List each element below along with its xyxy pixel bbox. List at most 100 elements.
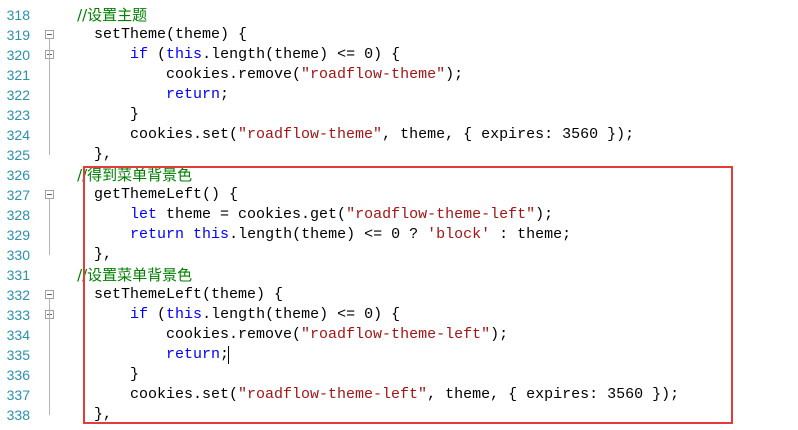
comment-token: //设置主题 — [58, 6, 148, 24]
code-token: }, — [58, 146, 113, 163]
code-token: cookies.set( — [58, 126, 239, 143]
code-token: }, — [58, 246, 113, 263]
code-token — [58, 346, 166, 363]
code-line[interactable]: 327 getThemeLeft() { — [0, 185, 798, 205]
code-token: ; — [220, 346, 230, 363]
code-line[interactable]: 321 cookies.remove("roadflow-theme"); — [0, 65, 798, 85]
keyword-token: this — [193, 226, 230, 243]
code-line[interactable]: 329 return this.length(theme) <= 0 ? 'bl… — [0, 225, 798, 245]
code-text: getThemeLeft() { — [58, 185, 238, 205]
line-number: 334 — [6, 327, 30, 343]
line-number: 338 — [6, 407, 30, 423]
code-text: setThemeLeft(theme) { — [58, 285, 283, 305]
text-caret — [228, 346, 229, 364]
code-token: cookies.remove( — [58, 66, 302, 83]
code-line[interactable]: 324 cookies.set("roadflow-theme", theme,… — [0, 125, 798, 145]
code-token: getThemeLeft() { — [58, 186, 239, 203]
code-text: cookies.set("roadflow-theme", theme, { e… — [58, 125, 634, 145]
code-text: let theme = cookies.get("roadflow-theme-… — [58, 205, 553, 225]
code-token: } — [58, 366, 140, 383]
code-text: //设置菜单背景色 — [58, 265, 192, 285]
code-token: , theme, { expires: 3560 }); — [427, 386, 680, 403]
code-token — [58, 46, 130, 63]
keyword-token: return — [130, 226, 185, 243]
code-line[interactable]: 325 }, — [0, 145, 798, 165]
code-text: cookies.remove("roadflow-theme"); — [58, 65, 463, 85]
line-number: 321 — [6, 67, 30, 83]
code-token — [58, 206, 130, 223]
line-number: 337 — [6, 387, 30, 403]
code-line[interactable]: 328 let theme = cookies.get("roadflow-th… — [0, 205, 798, 225]
line-number: 332 — [6, 287, 30, 303]
fold-toggle-icon[interactable] — [45, 290, 54, 299]
code-text: setTheme(theme) { — [58, 25, 247, 45]
keyword-token: this — [166, 306, 203, 323]
code-token — [184, 226, 193, 243]
code-line[interactable]: 330 }, — [0, 245, 798, 265]
code-text: //得到菜单背景色 — [58, 165, 192, 185]
code-line[interactable]: 338 }, — [0, 405, 798, 425]
code-token: .length(theme) <= 0) { — [202, 306, 401, 323]
comment-token: //设置菜单背景色 — [58, 266, 193, 284]
line-number: 324 — [6, 127, 30, 143]
string-token: "roadflow-theme-left" — [238, 386, 428, 403]
code-text: cookies.remove("roadflow-theme-left"); — [58, 325, 508, 345]
code-token: ( — [148, 46, 167, 63]
code-line[interactable]: 331 //设置菜单背景色 — [0, 265, 798, 285]
code-line[interactable]: 318 //设置主题 — [0, 5, 798, 25]
code-line[interactable]: 322 return; — [0, 85, 798, 105]
code-token: .length(theme) <= 0 ? — [229, 226, 428, 243]
code-line[interactable]: 335 return; — [0, 345, 798, 365]
line-number: 326 — [6, 167, 30, 183]
keyword-token: let — [130, 206, 158, 223]
line-number: 323 — [6, 107, 30, 123]
line-number: 328 — [6, 207, 30, 223]
code-line[interactable]: 319 setTheme(theme) { — [0, 25, 798, 45]
code-token: }, — [58, 406, 113, 423]
code-line[interactable]: 326 //得到菜单背景色 — [0, 165, 798, 185]
string-token: "roadflow-theme" — [301, 66, 446, 83]
fold-guide — [49, 299, 50, 415]
code-line[interactable]: 337 cookies.set("roadflow-theme-left", t… — [0, 385, 798, 405]
code-text: return; — [58, 85, 229, 105]
line-number: 330 — [6, 247, 30, 263]
string-token: "roadflow-theme-left" — [346, 206, 536, 223]
line-number: 322 — [6, 87, 30, 103]
code-line[interactable]: 323 } — [0, 105, 798, 125]
line-number: 319 — [6, 27, 30, 43]
code-token: .length(theme) <= 0) { — [202, 46, 401, 63]
code-token: setThemeLeft(theme) { — [58, 286, 284, 303]
code-text: //设置主题 — [58, 5, 147, 25]
code-text: cookies.set("roadflow-theme-left", theme… — [58, 385, 679, 405]
code-line[interactable]: 333 if (this.length(theme) <= 0) { — [0, 305, 798, 325]
code-line[interactable]: 334 cookies.remove("roadflow-theme-left"… — [0, 325, 798, 345]
code-text: return this.length(theme) <= 0 ? 'block'… — [58, 225, 571, 245]
string-token: "roadflow-theme" — [238, 126, 383, 143]
line-number: 325 — [6, 147, 30, 163]
code-token: } — [58, 106, 140, 123]
code-token: cookies.set( — [58, 386, 239, 403]
keyword-token: return — [166, 346, 221, 363]
line-number: 333 — [6, 307, 30, 323]
code-line[interactable]: 332 setThemeLeft(theme) { — [0, 285, 798, 305]
line-number: 318 — [6, 7, 30, 23]
code-line[interactable]: 320 if (this.length(theme) <= 0) { — [0, 45, 798, 65]
keyword-token: this — [166, 46, 203, 63]
code-text: }, — [58, 405, 112, 425]
fold-toggle-icon[interactable] — [45, 190, 54, 199]
fold-guide — [49, 199, 50, 255]
code-line[interactable]: 336 } — [0, 365, 798, 385]
keyword-token: if — [130, 46, 149, 63]
fold-guide — [49, 39, 50, 155]
code-text: return; — [58, 345, 229, 365]
code-token: ); — [445, 66, 464, 83]
fold-toggle-icon[interactable] — [45, 30, 54, 39]
line-number: 336 — [6, 367, 30, 383]
code-text: }, — [58, 145, 112, 165]
code-text: } — [58, 365, 139, 385]
comment-token: //得到菜单背景色 — [58, 166, 193, 184]
code-text: if (this.length(theme) <= 0) { — [58, 305, 400, 325]
code-token: cookies.remove( — [58, 326, 302, 343]
code-token: ( — [148, 306, 167, 323]
